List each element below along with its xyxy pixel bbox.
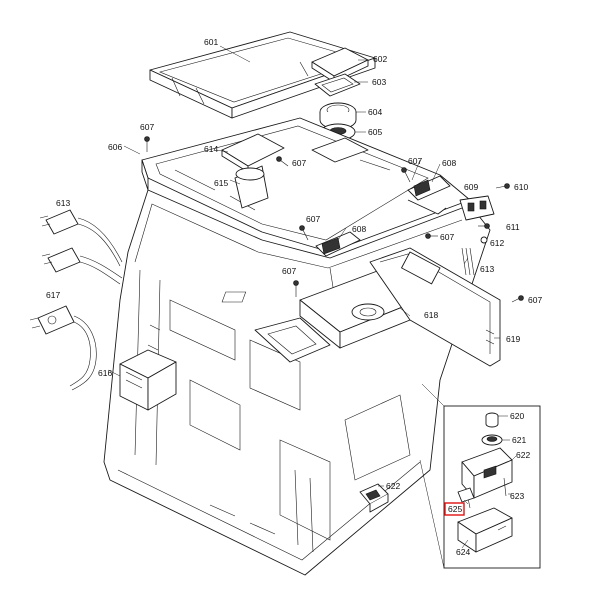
- part-621-ring: [481, 434, 503, 446]
- callout-614: 614: [204, 144, 218, 154]
- part-624-block: [457, 507, 513, 553]
- callout-610: 610: [514, 182, 528, 192]
- part-608-clip-upper: [407, 175, 451, 215]
- screw-607-f: [293, 280, 299, 297]
- part-617-bracket: [254, 317, 331, 363]
- callout-607-f: 607: [282, 266, 296, 276]
- detail-inset: [419, 383, 541, 569]
- part-617-plug-euro: [29, 305, 97, 391]
- screw-607-e: [425, 233, 438, 239]
- part-620-knob: [485, 412, 499, 428]
- callout-607-c: 607: [408, 156, 422, 166]
- wire-harness: [461, 247, 475, 276]
- callout-613-b: 613: [480, 264, 494, 274]
- callout-616: 616: [98, 368, 112, 378]
- part-613-plug-upper: [39, 209, 123, 267]
- part-622-switch: [359, 483, 389, 513]
- screw-607-a: [144, 136, 150, 152]
- callout-601: 601: [204, 37, 218, 47]
- screw-610: [495, 183, 510, 189]
- callout-620: 620: [510, 411, 524, 421]
- highlight-box: [444, 502, 465, 516]
- callout-607-b: 607: [292, 158, 306, 168]
- leader-lines: [107, 45, 517, 549]
- callout-611: 611: [506, 222, 520, 232]
- screw-607-d: [299, 225, 309, 241]
- callout-labels: 601 602 603 604 605 606 607 607 607 607 …: [46, 37, 542, 557]
- callout-622-b: 622: [516, 450, 530, 460]
- part-613-plug-lower: [41, 247, 123, 285]
- callout-604: 604: [368, 107, 382, 117]
- screw-607-g: [511, 295, 524, 303]
- callout-619: 619: [506, 334, 520, 344]
- callout-608-a: 608: [442, 158, 456, 168]
- screw-607-c: [401, 167, 411, 183]
- callout-618: 618: [424, 310, 438, 320]
- callout-612: 612: [490, 238, 504, 248]
- callout-605: 605: [368, 127, 382, 137]
- screw-611: [478, 223, 490, 229]
- callout-607-a: 607: [140, 122, 154, 132]
- part-614-plate: [221, 133, 285, 173]
- callout-607-g: 607: [528, 295, 542, 305]
- part-616-box: [119, 349, 177, 411]
- screw-607-b: [276, 156, 289, 167]
- callout-606: 606: [108, 142, 122, 152]
- part-615-chute: [234, 165, 269, 209]
- callout-613-a: 613: [56, 198, 70, 208]
- callout-607-e: 607: [440, 232, 454, 242]
- callout-621: 621: [512, 435, 526, 445]
- callout-617: 617: [46, 290, 60, 300]
- callout-602: 602: [373, 54, 387, 64]
- callout-609: 609: [464, 182, 478, 192]
- callout-623: 623: [510, 491, 524, 501]
- part-619-board: [369, 247, 501, 367]
- part-603-frame: [314, 73, 361, 97]
- callout-624: 624: [456, 547, 470, 557]
- callout-625-highlighted[interactable]: 625: [444, 502, 465, 516]
- callout-608-b: 608: [352, 224, 366, 234]
- callout-625: 625: [448, 504, 462, 514]
- part-612-washer: [480, 236, 488, 244]
- callout-622-a: 622: [386, 481, 400, 491]
- callout-615: 615: [214, 178, 228, 188]
- part-623-bracket: [461, 447, 513, 509]
- callout-607-d: 607: [306, 214, 320, 224]
- callout-603: 603: [372, 77, 386, 87]
- part-609-terminal-block: [459, 195, 495, 221]
- part-608-clip-lower: [315, 231, 361, 257]
- part-625-clip: [457, 487, 475, 503]
